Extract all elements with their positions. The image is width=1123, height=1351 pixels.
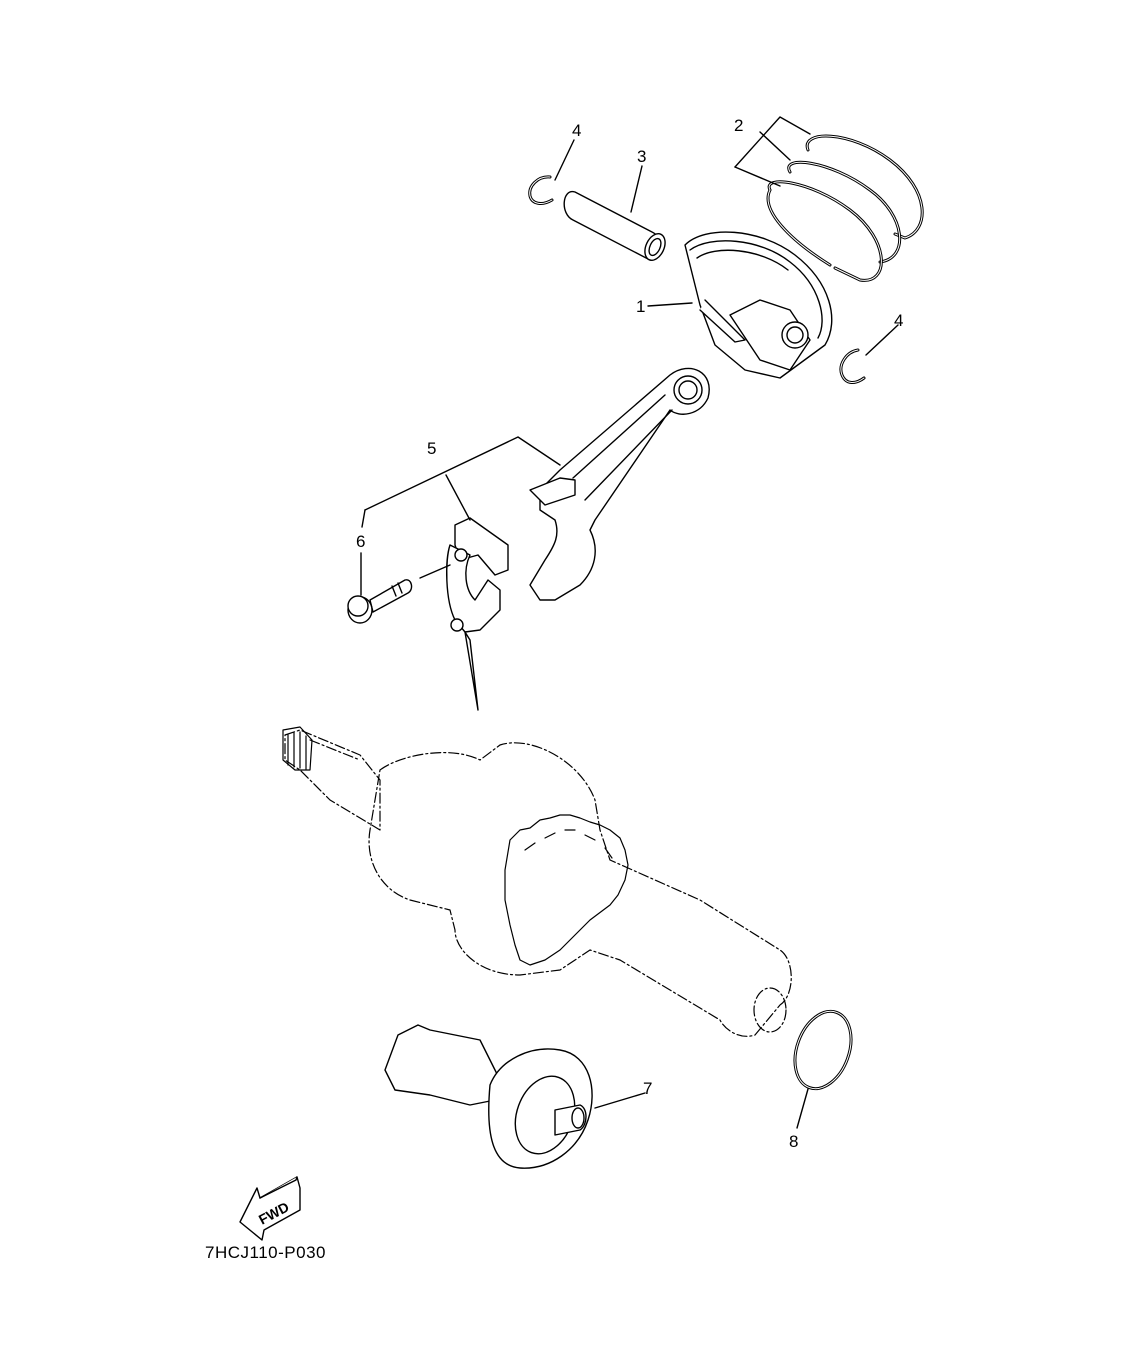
crankshaft xyxy=(284,729,792,1037)
connecting-rod-bolt xyxy=(347,552,451,624)
drawing-code: 7HCJ110-P030 xyxy=(205,1243,326,1262)
callout-6: 6 xyxy=(356,532,366,551)
callout-4-right: 4 xyxy=(894,311,904,330)
crankshaft-gears xyxy=(504,814,629,966)
balancer-gear-shaft xyxy=(384,1024,646,1169)
callout-7: 7 xyxy=(643,1079,653,1098)
piston-pin-clip-left xyxy=(528,139,575,205)
forward-arrow-icon: FWD xyxy=(239,1176,301,1241)
callout-2: 2 xyxy=(734,116,744,135)
callout-3: 3 xyxy=(637,147,647,166)
piston-pin xyxy=(563,165,666,261)
connecting-rod-cap xyxy=(361,436,561,711)
callout-4-left: 4 xyxy=(572,121,582,140)
piston xyxy=(647,231,833,379)
callout-5: 5 xyxy=(427,439,437,458)
piston-ring-set xyxy=(734,116,924,282)
connecting-rod xyxy=(529,367,710,601)
callout-1: 1 xyxy=(636,297,646,316)
crankshaft-threaded-end xyxy=(282,726,313,771)
piston-pin-clip-right xyxy=(839,324,899,384)
callout-8: 8 xyxy=(789,1132,799,1151)
o-ring xyxy=(793,1009,853,1129)
